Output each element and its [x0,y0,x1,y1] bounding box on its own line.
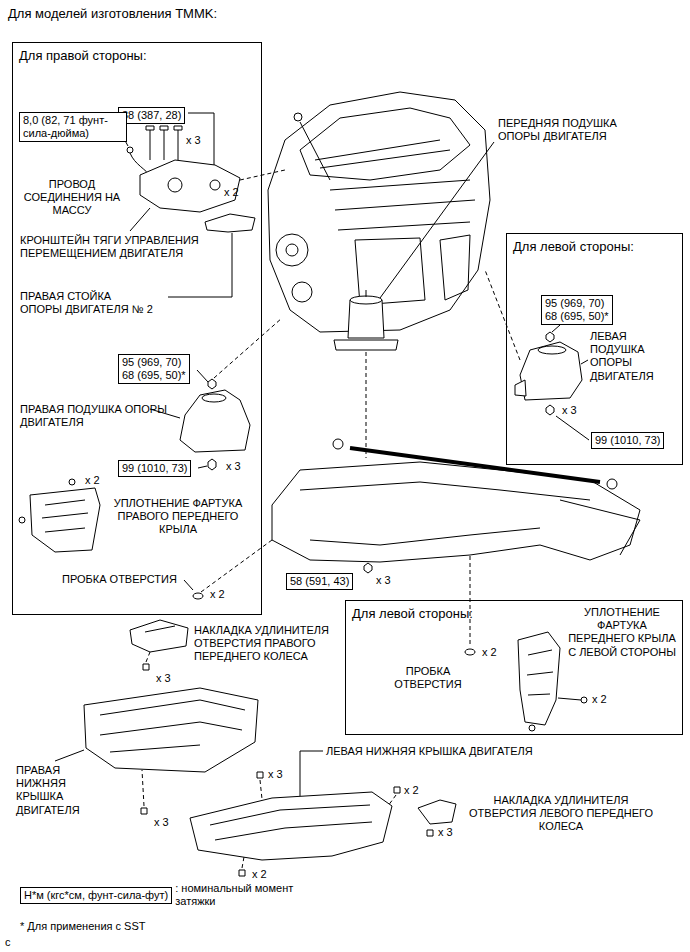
part-label-wrap: ЛЕВАЯ НИЖНЯЯ КРЫШКА ДВИГАТЕЛЯ [326,745,533,758]
part-label-wrap: ПРОБКА ОТВЕРСТИЯ [62,573,177,586]
quantity-label-wrap: x 2 [404,784,419,797]
torque-box: 8,0 (82, 71 фунт-сила-дюйма) [19,112,127,142]
part-label: ПРОБКА ОТВЕРСТИЯ [383,665,473,691]
torque-box: 38 (387, 28) [118,107,185,124]
quantity-label-wrap: x 3 [562,404,577,417]
part-label: УПЛОТНЕНИЕ ФАРТУКА ПРАВОГО ПЕРЕДНЕГО КРЫ… [108,497,248,537]
torque-value: 95 (969, 70) [122,356,186,369]
quantity-label: x 2 [592,693,607,706]
quantity-label: x 2 [210,588,225,601]
part-label-wrap: НАКЛАДКА УДЛИНИТЕЛЯ ОТВЕРСТИЯ ПРАВОГО ПЕ… [194,624,329,664]
quantity-label: x 3 [154,816,169,829]
quantity-label-wrap: x 2 [224,186,239,199]
part-label-wrap: ПРАВАЯ ПОДУШКА ОПОРЫ ДВИГАТЕЛЯ [20,403,170,429]
part-label-wrap: ПРОБКА ОТВЕРСТИЯ [383,665,473,691]
torque-box: 95 (969, 70)68 (695, 50)* [541,295,613,325]
callout-panel: Для правой стороны: 38 (387, 28)8,0 (82, … [12,42,262,615]
part-label-wrap: ПРАВАЯ НИЖНЯЯ КРЫШКА ДВИГАТЕЛЯ [16,764,96,817]
torque-box: 58 (591, 43) [286,573,353,590]
part-label-wrap: КРОНШТЕЙН ТЯГИ УПРАВЛЕНИЯ ПЕРЕМЕЩЕНИЕМ Д… [20,234,220,260]
quantity-label-wrap: x 2 [482,646,497,659]
quantity-label: x 3 [268,768,283,781]
part-label: ЛЕВАЯ ПОДУШКА ОПОРЫ ДВИГАТЕЛЯ [590,330,678,383]
part-label-wrap: ПЕРЕДНЯЯ ПОДУШКА ОПОРЫ ДВИГАТЕЛЯ [498,117,648,143]
quantity-label: x 3 [186,134,201,147]
torque-value: 58 (591, 43) [290,575,349,588]
panel-heading: Для правой стороны: [13,43,261,69]
part-label: НАКЛАДКА УДЛИНИТЕЛЯ ОТВЕРСТИЯ ПРАВОГО ПЕ… [194,624,329,664]
legend-text: Н*м (кгс*см, фунт-сила-фут) [20,887,172,904]
part-label-wrap: УПЛОТНЕНИЕ ФАРТУКА ПЕРЕДНЕГО КРЫЛА С ЛЕВ… [566,606,678,659]
torque-box: 99 (1010, 73) [591,432,664,449]
quantity-label-wrap: x 3 [376,574,391,587]
figure-code: c [5,936,11,949]
torque-value: 38 (387, 28) [122,109,181,122]
torque-value: 99 (1010, 73) [122,462,187,475]
part-label-wrap: ПРОВОД СОЕДИНЕНИЯ НА МАССУ [22,178,122,218]
part-label: ЛЕВАЯ НИЖНЯЯ КРЫШКА ДВИГАТЕЛЯ [326,745,533,758]
torque-box: 95 (969, 70)68 (695, 50)* [118,354,190,384]
part-label: ПРАВАЯ НИЖНЯЯ КРЫШКА ДВИГАТЕЛЯ [16,764,96,817]
quantity-label-wrap: x 2 [252,868,267,881]
quantity-label-wrap: x 2 [210,588,225,601]
diagram-title: Для моделей изготовления TMMK: [8,6,217,22]
part-label-wrap: ЛЕВАЯ ПОДУШКА ОПОРЫ ДВИГАТЕЛЯ [590,330,678,383]
torque-value: 68 (695, 50)* [545,310,609,323]
torque-value: 8,0 (82, 71 фунт-сила-дюйма) [23,114,123,140]
quantity-label-wrap: x 3 [154,816,169,829]
part-label: ПРАВАЯ СТОЙКА ОПОРЫ ДВИГАТЕЛЯ № 2 [20,290,155,316]
diagram-title-wrap: Для моделей изготовления TMMK: [8,6,217,22]
quantity-label: x 2 [85,474,100,487]
quantity-label-wrap: x 3 [226,460,241,473]
quantity-label: x 2 [252,868,267,881]
torque-value: 99 (1010, 73) [595,434,660,447]
part-label: КРОНШТЕЙН ТЯГИ УПРАВЛЕНИЯ ПЕРЕМЕЩЕНИЕМ Д… [20,234,220,260]
quantity-label-wrap: x 3 [186,134,201,147]
quantity-label: x 3 [376,574,391,587]
panel-heading: Для левой стороны: [507,234,682,260]
part-label-wrap: УПЛОТНЕНИЕ ФАРТУКА ПРАВОГО ПЕРЕДНЕГО КРЫ… [108,497,248,537]
part-label-wrap: ПРАВАЯ СТОЙКА ОПОРЫ ДВИГАТЕЛЯ № 2 [20,290,155,316]
quantity-label: x 2 [482,646,497,659]
part-label-wrap: НАКЛАДКА УДЛИНИТЕЛЯ ОТВЕРСТИЯ ЛЕВОГО ПЕР… [466,794,656,834]
quantity-label-wrap: x 3 [156,672,171,685]
quantity-label: x 2 [224,186,239,199]
quantity-label-wrap: x 3 [438,826,453,839]
quantity-label: x 3 [438,826,453,839]
torque-legend-box: Н*м (кгс*см, фунт-сила-фут): номинальный… [20,882,295,908]
part-label: НАКЛАДКА УДЛИНИТЕЛЯ ОТВЕРСТИЯ ЛЕВОГО ПЕР… [466,794,656,834]
legend-text: : номинальный момент затяжки [172,882,295,908]
figure-code-wrap: c [5,936,11,949]
footnote: * Для применения с SST [20,920,146,933]
quantity-label: x 3 [156,672,171,685]
footnote-wrap: * Для применения с SST [20,920,146,933]
torque-value: 95 (969, 70) [545,297,609,310]
quantity-label-wrap: x 3 [268,768,283,781]
torque-box: 99 (1010, 73) [118,460,191,477]
part-label: УПЛОТНЕНИЕ ФАРТУКА ПЕРЕДНЕГО КРЫЛА С ЛЕВ… [566,606,678,659]
quantity-label-wrap: x 2 [85,474,100,487]
part-label: ПРОВОД СОЕДИНЕНИЯ НА МАССУ [22,178,122,218]
quantity-label: x 3 [562,404,577,417]
quantity-label-wrap: x 2 [592,693,607,706]
part-label: ПРАВАЯ ПОДУШКА ОПОРЫ ДВИГАТЕЛЯ [20,403,170,429]
quantity-label: x 2 [404,784,419,797]
quantity-label: x 3 [226,460,241,473]
part-label: ПЕРЕДНЯЯ ПОДУШКА ОПОРЫ ДВИГАТЕЛЯ [498,117,648,143]
part-label: ПРОБКА ОТВЕРСТИЯ [62,573,177,586]
torque-value: 68 (695, 50)* [122,369,186,382]
